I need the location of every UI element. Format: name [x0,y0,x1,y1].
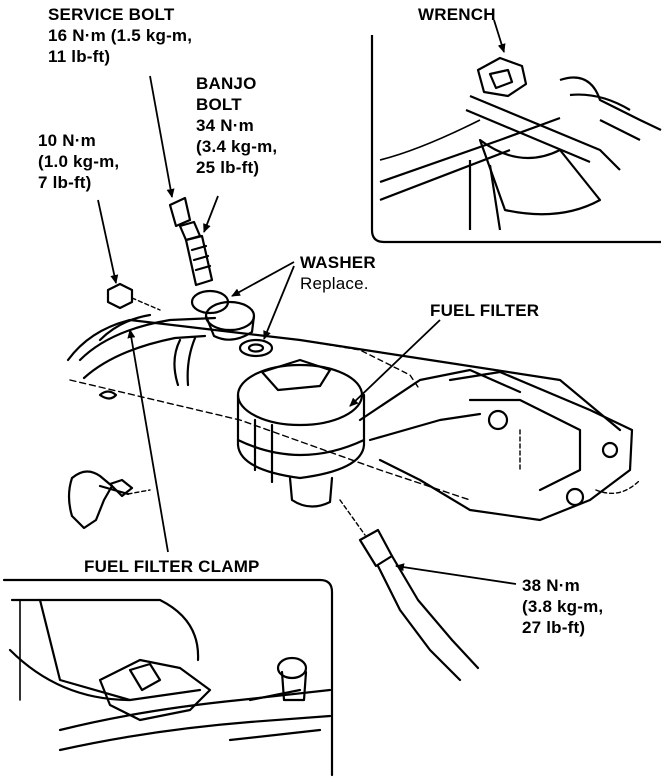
banjo-bolt-title-2: BOLT [196,95,242,114]
main-assembly [66,196,641,682]
ten-nm-torque-lbft: 7 lb-ft) [38,173,92,192]
banjo-bolt-label: BANJO BOLT 34 N·m (3.4 kg-m, 25 lb-ft) [196,73,277,178]
washer-leader-2 [263,265,295,340]
ten-nm-leader [97,199,119,284]
wrench-leader [493,19,506,53]
banjo-bolt-torque-kgm: (3.4 kg-m, [196,137,278,156]
fuel-filter-label: FUEL FILTER [430,300,539,321]
washer-note: Replace. [300,274,369,293]
ten-nm-torque: 10 N·m [38,131,96,150]
thirtyeight-nm-leader [395,563,517,585]
wrench-inset [370,35,662,244]
banjo-bolt-torque: 34 N·m [196,116,254,135]
service-bolt-torque: 16 N·m (1.5 kg-m, [48,26,193,45]
ten-nm-label: 10 N·m (1.0 kg-m, 7 lb-ft) [38,130,119,193]
thirtyeight-nm-torque-kgm: (3.8 kg-m, [522,597,604,616]
ten-nm-torque-kgm: (1.0 kg-m, [38,152,120,171]
banjo-bolt-title-1: BANJO [196,74,257,93]
wrench-label: WRENCH [418,4,496,25]
fuel-filter-clamp-label: FUEL FILTER CLAMP [84,556,260,577]
clamp-leader [127,329,169,553]
wrench-title: WRENCH [418,5,496,24]
service-bolt-label: SERVICE BOLT 16 N·m (1.5 kg-m, 11 lb-ft) [48,4,192,67]
banjo-bolt-torque-lbft: 25 lb-ft) [196,158,260,177]
washer-leader-1 [231,261,295,297]
service-bolt-leader [149,75,175,198]
washer-title: WASHER [300,253,376,272]
thirtyeight-nm-torque: 38 N·m [522,576,580,595]
service-bolt-title: SERVICE BOLT [48,5,175,24]
banjo-bolt-leader [203,195,219,233]
washer-label: WASHER Replace. [300,252,376,294]
thirtyeight-nm-label: 38 N·m (3.8 kg-m, 27 lb-ft) [522,575,603,638]
service-bolt-torque-lbft: 11 lb-ft) [48,47,111,66]
leader-lines [97,19,517,585]
thirtyeight-nm-torque-lbft: 27 lb-ft) [522,618,586,637]
fuel-filter-title: FUEL FILTER [430,301,540,320]
fuel-filter-clamp-title: FUEL FILTER CLAMP [84,557,260,576]
clamp-inset [2,578,334,777]
fuel-filter-leader [349,319,441,407]
